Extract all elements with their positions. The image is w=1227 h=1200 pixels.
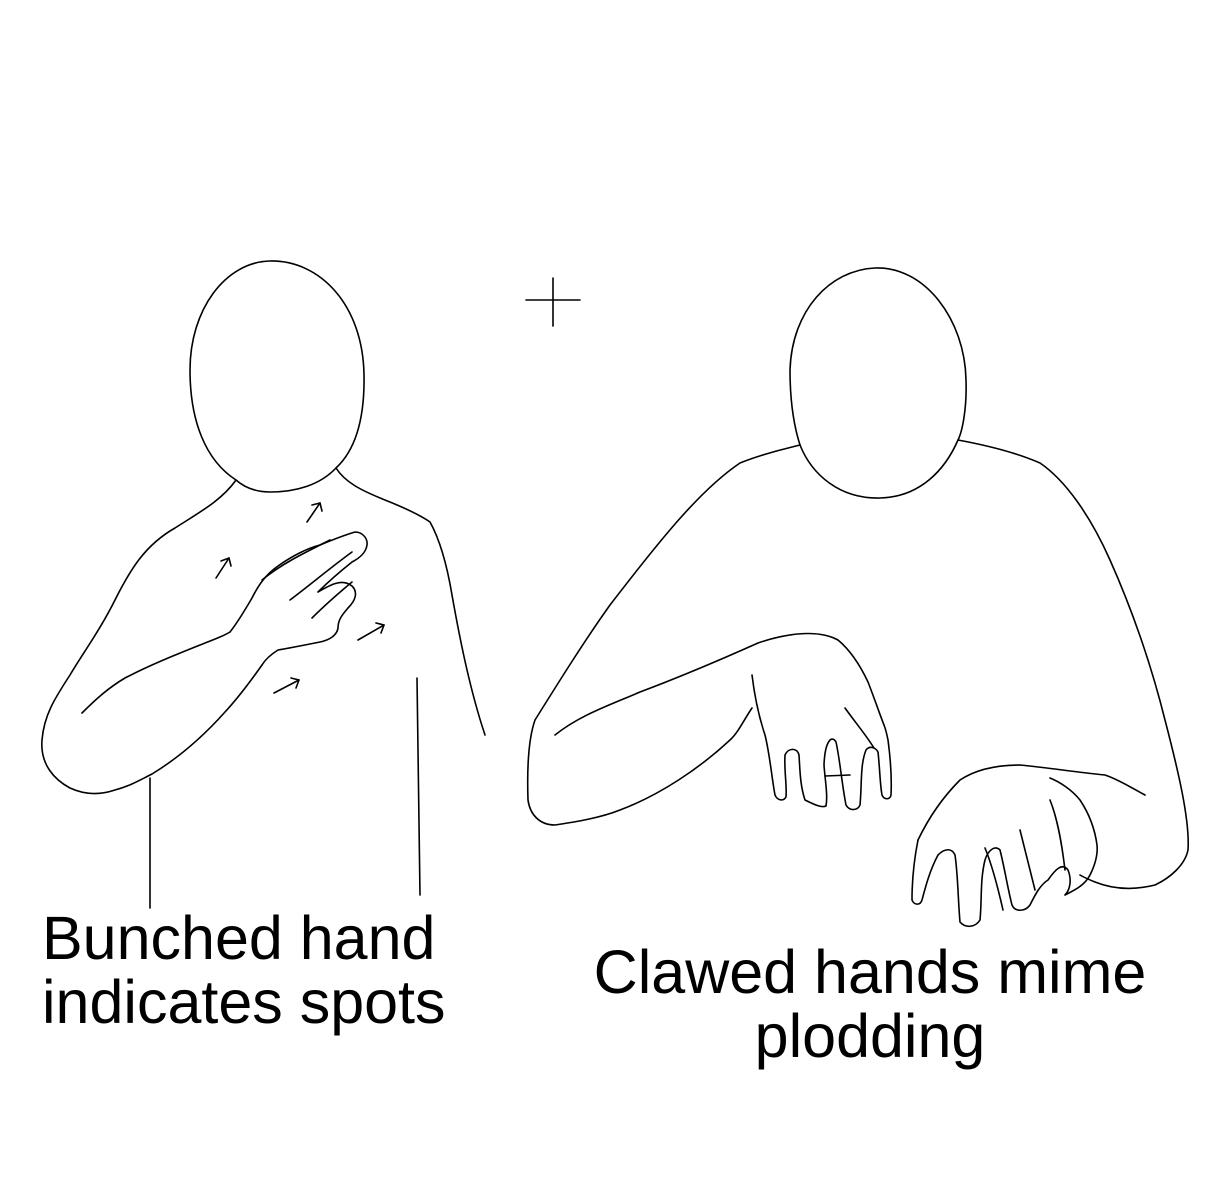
right-hand-upper-detail — [824, 774, 851, 777]
left-hand-finger-3 — [311, 581, 353, 619]
right-hand-lower-finger-1 — [984, 847, 1004, 911]
left-figure — [41, 260, 486, 909]
left-hand — [229, 531, 368, 666]
left-hand-finger-1 — [261, 539, 331, 581]
right-hand-upper-thumb — [844, 707, 875, 749]
left-forearm — [81, 631, 231, 714]
caption-right-line-2: plodding — [754, 1002, 986, 1070]
arrow-up-right-icon — [306, 502, 323, 523]
right-figure — [526, 267, 1190, 928]
left-hand-finger-2 — [289, 551, 353, 601]
arrow-up-right-icon — [357, 622, 385, 641]
left-head — [189, 260, 365, 493]
caption-right-line-1: Clawed hands mime — [593, 938, 1147, 1006]
right-forearm-left — [554, 632, 885, 736]
left-shoulder-right — [335, 467, 486, 736]
crosshair-icon — [525, 277, 581, 327]
left-shoulder-left — [41, 479, 263, 795]
right-hand-lower — [911, 777, 1098, 928]
right-hand-lower-finger-3 — [1049, 799, 1066, 871]
arrow-up-right-icon — [273, 677, 300, 694]
right-forearm-right — [917, 764, 1146, 841]
left-torso-side-right — [416, 677, 421, 896]
caption-left-line-2: indicates spots — [42, 968, 446, 1036]
right-hand-lower-finger-2 — [1019, 829, 1036, 891]
right-shoulder-left — [526, 444, 801, 826]
arrow-up-right-icon — [215, 557, 232, 579]
right-head — [789, 267, 967, 499]
caption-left: Bunched hand indicates spots — [42, 906, 446, 1034]
right-shoulder-right — [957, 439, 1190, 890]
caption-left-line-1: Bunched hand — [42, 904, 436, 972]
caption-right: Clawed hands mime plodding — [560, 940, 1180, 1068]
right-hand-upper — [751, 674, 893, 811]
